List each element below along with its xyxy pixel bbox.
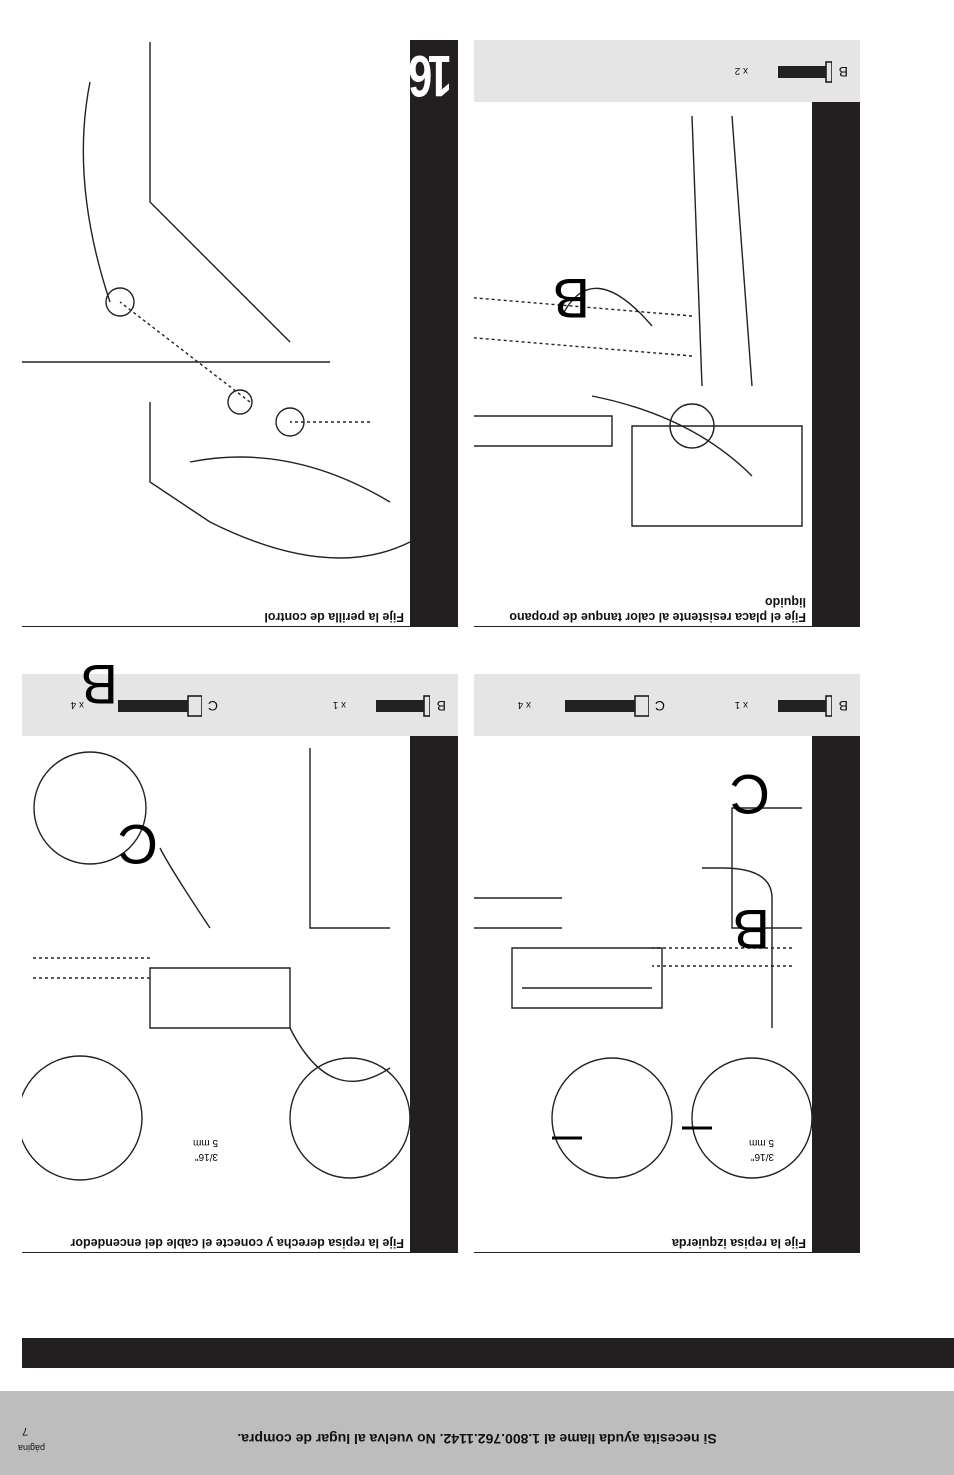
hardware-item-c: C x 4 (485, 694, 665, 718)
step-13-panel: 13 Fije la repisa izquierda B x 1 C x 4 (474, 674, 860, 1253)
callout-b: B (732, 898, 770, 961)
step-16-panel: 16 Fije la perilla de control (22, 40, 458, 627)
step-caption: Fije la perilla de control (264, 610, 404, 624)
hardware-strip: B x 1 C x 4 (22, 674, 458, 736)
step-caption: Fije el placa resistente al calor tanque… (509, 594, 806, 624)
footer: Si necesita ayuda llame al 1.800.762.114… (0, 1391, 954, 1475)
bolt-b-icon (778, 61, 832, 83)
step-16-illustration (22, 42, 410, 559)
hardware-strip: B x 1 C x 4 (474, 674, 860, 736)
dimension-inch: 3/16" (750, 1151, 774, 1162)
dimension-inch: 3/16" (194, 1151, 218, 1162)
callout-c: C (729, 763, 770, 826)
caption-line-2: liquido (765, 595, 806, 609)
step-15-illustration (474, 115, 803, 527)
section-bar (22, 1338, 954, 1368)
step-number-bar: 14 (410, 674, 458, 1252)
bolt-c-icon (118, 695, 202, 717)
bolt-c-icon (565, 695, 649, 717)
step-number-bar: 15 (812, 40, 860, 626)
hardware-item-c: C x 4 (38, 694, 218, 718)
step-number: 16 (412, 43, 452, 108)
hardware-item-b: B x 1 (296, 694, 446, 718)
step-14-panel: 14 Fije la repisa derecha y conecte el c… (22, 653, 458, 1253)
callout-c: C (117, 813, 158, 876)
hardware-item-b: B x 2 (698, 60, 848, 84)
callout-b: B (80, 653, 118, 716)
step-number-bar: 13 (812, 674, 860, 1252)
step-number-bar: 16 (410, 40, 458, 626)
step-14-illustration (22, 748, 410, 1181)
bolt-b-icon (376, 695, 430, 717)
dimension-mm: 5 mm (193, 1137, 218, 1148)
page-label: página (18, 1443, 46, 1453)
dimension-mm: 5 mm (749, 1137, 774, 1148)
step-caption: Fije la repisa derecha y conecte el cabl… (70, 1236, 404, 1250)
step-13-illustration (474, 807, 812, 1179)
callout-b: B (552, 267, 590, 330)
page-number: 7 (22, 1425, 29, 1437)
help-text: Si necesita ayuda llame al 1.800.762.114… (237, 1431, 717, 1447)
step-15-panel: 15 Fije el placa resistente al calor tan… (474, 40, 860, 627)
bolt-b-icon (778, 695, 832, 717)
hardware-strip: B x 2 (474, 40, 860, 102)
hardware-item-b: B x 1 (698, 694, 848, 718)
caption-line-1: Fije el placa resistente al calor tanque… (509, 610, 806, 624)
step-caption: Fije la repisa izquierda (671, 1236, 806, 1250)
